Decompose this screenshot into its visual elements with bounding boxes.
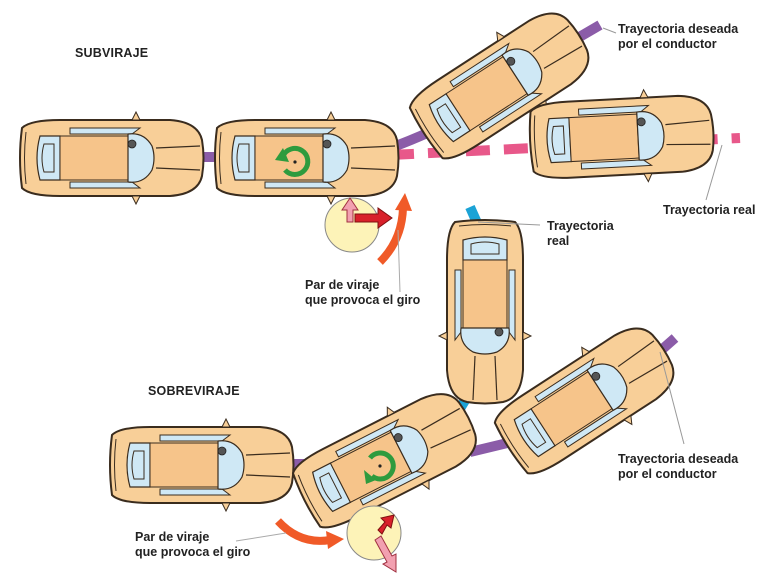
label-understeer-desired-path: Trayectoria deseada por el conductor [618, 22, 739, 51]
label-understeer-real-path: Trayectoria real [663, 203, 756, 217]
label-oversteer-desired-path: Trayectoria deseada por el conductor [618, 452, 739, 481]
section-title-understeer: SUBVIRAJE [75, 46, 149, 60]
tire-force-diagram-understeer [324, 197, 393, 253]
torque-arrow-oversteer [275, 518, 344, 549]
label-understeer-torque: Par de viraje que provoca el giro [305, 278, 421, 307]
car-oversteer-1 [109, 418, 295, 512]
label-oversteer-real-path: Trayectoria real [547, 219, 614, 248]
label-oversteer-torque: Par de viraje que provoca el giro [135, 530, 251, 559]
tire-force-diagram-oversteer [346, 505, 402, 573]
car-understeer-4 [526, 85, 717, 189]
car-oversteer-vertical [438, 219, 532, 405]
yaw-rotation-icon [275, 145, 311, 177]
section-title-oversteer: SOBREVIRAJE [148, 384, 240, 398]
car-understeer-1 [19, 111, 205, 205]
torque-arrow-understeer [377, 193, 412, 265]
yaw-rotation-icon [364, 450, 396, 484]
